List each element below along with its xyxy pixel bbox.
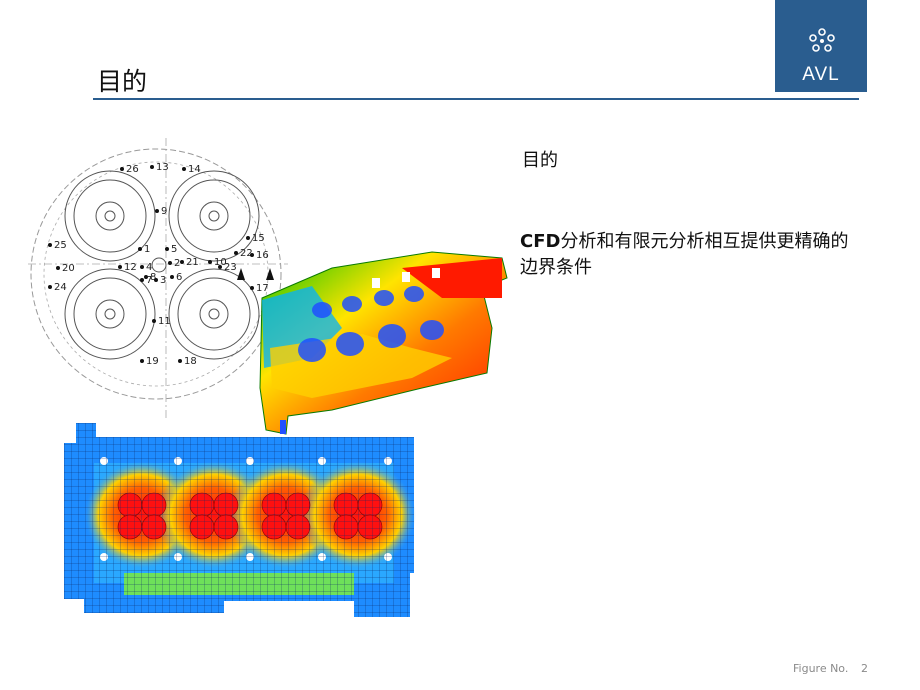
measure-point-dot [152, 319, 156, 323]
cfd-temperature-contour [259, 251, 508, 435]
measure-point-label: 19 [146, 356, 159, 367]
measure-point-dot [165, 247, 169, 251]
measure-point-label: 10 [214, 257, 227, 268]
measure-point-dot [120, 167, 124, 171]
measure-point-dot [144, 275, 148, 279]
measure-point-label: 11 [158, 316, 171, 327]
measure-point-dot [138, 247, 142, 251]
measure-point-dot [208, 260, 212, 264]
measure-point-dot [140, 265, 144, 269]
measure-point-label: 3 [160, 275, 166, 286]
measure-point-label: 13 [156, 162, 169, 173]
measure-point-label: 14 [188, 164, 201, 175]
measure-point-dot [178, 359, 182, 363]
measure-point-dot [250, 253, 254, 257]
fea-mesh-contour [64, 423, 416, 617]
measure-point-dot [246, 236, 250, 240]
measure-point-dot [140, 359, 144, 363]
avl-logo-icon [809, 28, 835, 52]
measure-point-dot [218, 265, 222, 269]
measure-point-label: 15 [252, 233, 265, 244]
description-bold-text: CFD [520, 231, 561, 252]
measure-point-label: 8 [150, 272, 156, 283]
measure-point-label: 12 [124, 262, 137, 273]
measure-point-label: 24 [54, 282, 67, 293]
measure-point-label: 20 [62, 263, 75, 274]
measure-point-label: 4 [146, 262, 152, 273]
measure-point-label: 21 [186, 257, 199, 268]
measure-point-dot [154, 278, 158, 282]
description-rest-text: 分析和有限元分析相互提供更精确的边界条件 [520, 231, 849, 278]
slide-title: 目的 [97, 67, 148, 96]
measure-point-label: 9 [161, 206, 167, 217]
measure-point-dot [168, 261, 172, 265]
figure-label: Figure No. [793, 662, 849, 675]
measure-point-dot [250, 286, 254, 290]
measure-point-label: 26 [126, 164, 139, 175]
page-number: 2 [861, 662, 868, 675]
measure-point-label: 2 [174, 258, 180, 269]
measure-point-label: 7 [146, 275, 152, 286]
measure-point-dot [155, 209, 159, 213]
measure-point-label: 22 [240, 248, 253, 259]
measure-point-label: 25 [54, 240, 67, 251]
measure-point-dot [48, 285, 52, 289]
description-text: CFD分析和有限元分析相互提供更精确的边界条件 [520, 229, 860, 281]
section-heading: 目的 [522, 150, 558, 171]
measure-point-dot [56, 266, 60, 270]
measure-point-dot [234, 251, 238, 255]
measure-point-label: 1 [144, 244, 150, 255]
measure-point-label: 18 [184, 356, 197, 367]
measure-point-label: 6 [176, 272, 182, 283]
measure-point-dot [150, 165, 154, 169]
measure-point-dot [48, 243, 52, 247]
measure-point-label: 17 [256, 283, 269, 294]
measure-point-dot [170, 275, 174, 279]
measure-point-label: 23 [224, 262, 237, 273]
measure-point-label: 16 [256, 250, 269, 261]
logo-text: AVL [802, 64, 840, 85]
avl-logo: AVL [775, 0, 867, 92]
measure-point-label: 5 [171, 244, 177, 255]
measure-point-dot [182, 167, 186, 171]
measure-point-dot [180, 260, 184, 264]
measure-point-dot [118, 265, 122, 269]
title-divider [93, 98, 859, 100]
measure-point-dot [140, 278, 144, 282]
